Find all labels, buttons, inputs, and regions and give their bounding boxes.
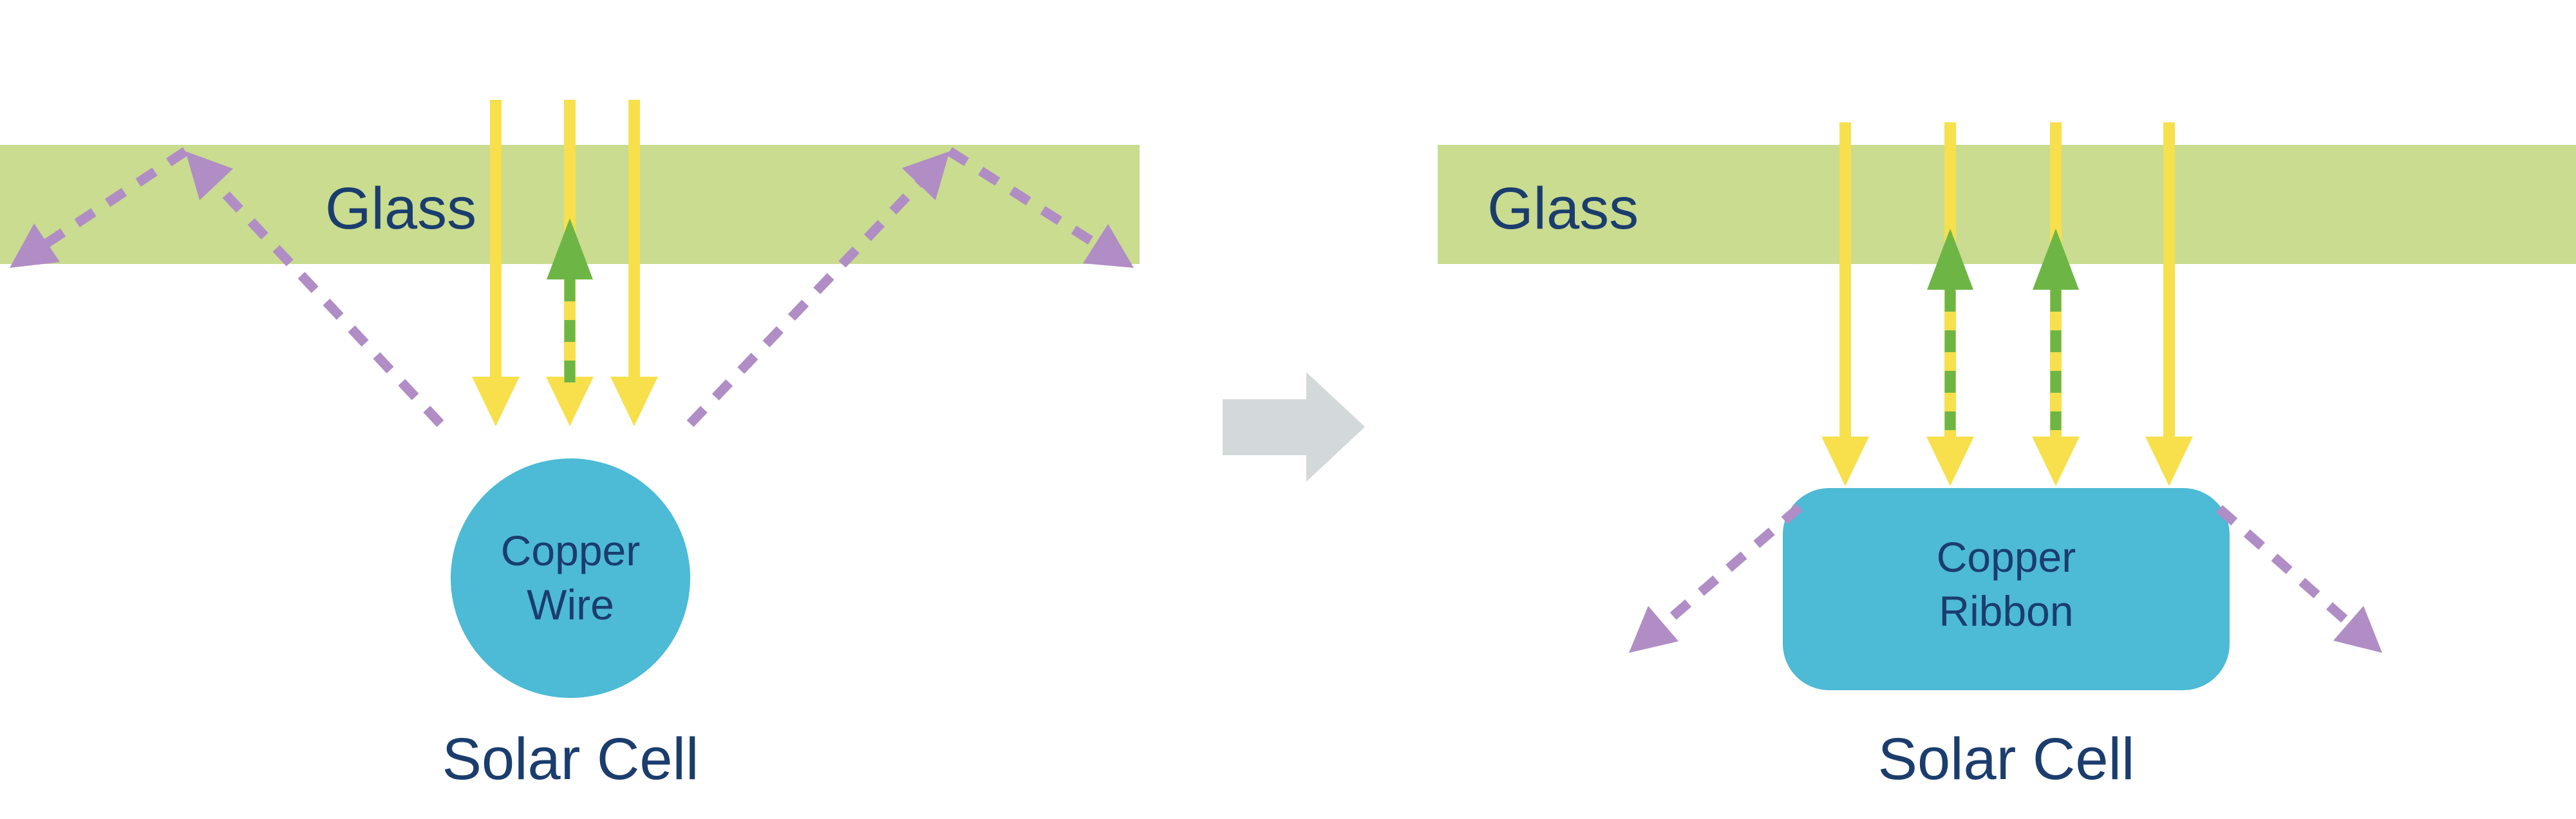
scattered-ray-left-peak-arrowhead-icon: [185, 151, 233, 200]
copper-ribbon-label-line2: Ribbon: [1939, 587, 2073, 635]
sunlight-arrow-2-head-icon: [1926, 437, 1974, 486]
copper-wire-label-line2: Wire: [527, 581, 614, 628]
sunlight-arrow-1-head-icon: [1821, 437, 1869, 486]
left-panel: Glass Copper Wire Solar Cell: [0, 100, 1140, 792]
reflected-arrow-2-head-icon: [2033, 229, 2079, 290]
copper-ribbon-rect: [1783, 488, 2230, 690]
solar-cell-label: Solar Cell: [1878, 726, 2135, 792]
reflected-arrow-1-head-icon: [1927, 229, 1973, 290]
reflected-arrow-head-icon: [547, 218, 593, 279]
scattered-ray-left-arrowhead-icon: [1629, 606, 1678, 653]
sunlight-arrow-4-head-icon: [2145, 437, 2193, 486]
scattered-ray-right-up: [686, 156, 946, 428]
copper-wire-circle: [451, 458, 690, 698]
scattered-ray-left-up: [189, 156, 444, 428]
right-panel: Glass Copper Ribbon Solar Cell: [1438, 122, 2576, 792]
copper-ribbon-label-line1: Copper: [1937, 533, 2076, 581]
glass-label: Glass: [325, 176, 476, 241]
solar-cell-label: Solar Cell: [442, 726, 699, 792]
scattered-ray-left-end-arrowhead-icon: [10, 223, 60, 268]
scattered-ray-right-arrowhead-icon: [2333, 606, 2382, 653]
sunlight-arrow-3-head-icon: [2032, 437, 2080, 486]
transition-arrow-icon: [1223, 372, 1365, 482]
sunlight-arrow-1-head-icon: [472, 377, 520, 426]
copper-wire-label-line1: Copper: [501, 527, 640, 574]
glass-band: [1438, 145, 2576, 264]
sunlight-arrow-2-head-icon: [546, 377, 594, 426]
scattered-ray-right-end-arrowhead-icon: [1083, 224, 1134, 268]
scattered-ray-right-peak-arrowhead-icon: [902, 151, 950, 200]
glass-label: Glass: [1487, 176, 1639, 241]
sunlight-arrow-3-head-icon: [610, 377, 658, 426]
